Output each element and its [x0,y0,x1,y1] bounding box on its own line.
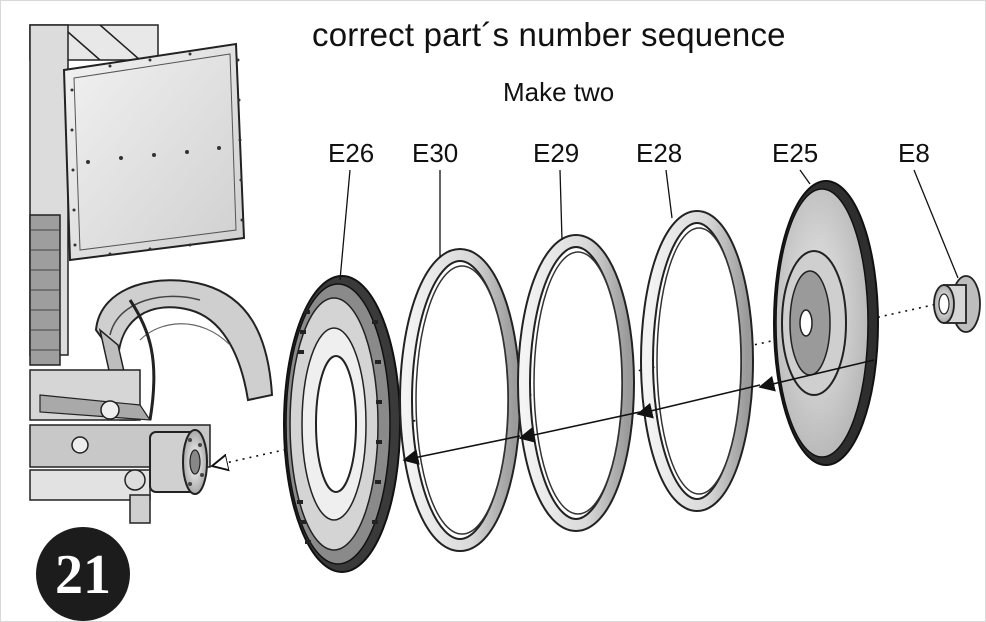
part-label-e30: E30 [412,138,459,168]
tire-e26 [283,275,401,573]
ring-e29 [517,234,635,532]
part-label-e28: E28 [636,138,683,168]
step-number-badge: 21 [36,527,130,621]
part-label-e29: E29 [533,138,580,168]
wheel-disc-e25 [773,180,879,466]
part-label-e26: E26 [328,138,375,168]
page-subtitle: Make two [503,77,615,107]
ring-e30 [399,248,521,552]
hub-cap-e8 [933,275,981,333]
vehicle-body [29,24,274,524]
ring-e28 [640,210,754,512]
insertion-arrows [402,359,875,465]
leader-lines [339,169,959,281]
step-number: 21 [55,544,111,606]
page-title: correct part´s number sequence [312,16,786,53]
part-label-e25: E25 [772,138,819,168]
part-label-e8: E8 [898,138,930,168]
